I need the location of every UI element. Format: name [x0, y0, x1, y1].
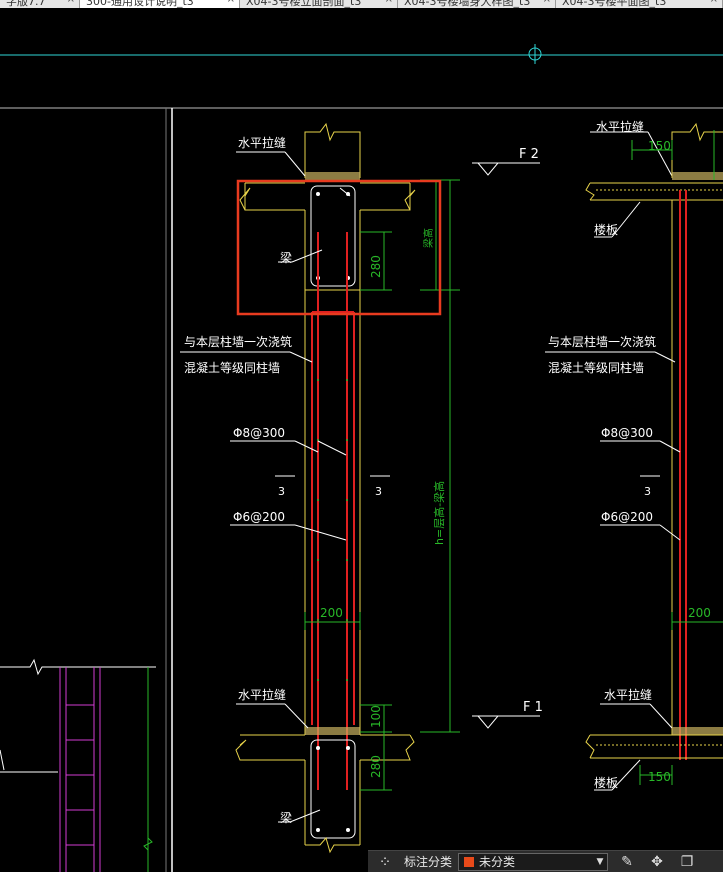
- label-section-mark: 3: [278, 485, 285, 498]
- label-rebar-spec: Φ8@300: [233, 426, 285, 440]
- label-level: F 2: [519, 147, 539, 162]
- move-icon[interactable]: ✥: [651, 853, 663, 870]
- tab-label: X04-3号楼立面剖面_t3: [246, 0, 362, 8]
- label-horizontal-tie: 水平拉缝: [238, 135, 286, 150]
- close-icon[interactable]: ×: [543, 0, 551, 5]
- tab-document[interactable]: 字版7.7 ×: [0, 0, 80, 8]
- annotation-category-label: 标注分类: [404, 855, 453, 869]
- close-icon[interactable]: ×: [227, 0, 235, 5]
- label-dimension: 100: [369, 705, 383, 728]
- label-dimension: 梁高: [422, 228, 435, 248]
- label-beam: 梁: [280, 810, 292, 825]
- tab-label: X04-3号楼平面图_t3: [562, 0, 667, 8]
- label-section-mark: 3: [375, 485, 382, 498]
- tab-document[interactable]: X04-3号楼立面剖面_t3 ×: [240, 0, 398, 8]
- label-dimension: 150: [648, 139, 671, 153]
- label-dimension: 200: [688, 606, 711, 620]
- tab-label: 字版7.7: [6, 0, 46, 8]
- annotation-category-select[interactable]: 未分类 ▼: [458, 852, 609, 871]
- selection-highlight-box: [236, 179, 442, 316]
- copy-icon[interactable]: ❐: [680, 853, 694, 870]
- tab-document[interactable]: X04-3号楼墙身大样图_t3 ×: [398, 0, 556, 8]
- label-note: 混凝土等级同柱墙: [548, 360, 644, 375]
- label-horizontal-tie: 水平拉缝: [238, 687, 286, 702]
- label-note: 与本层柱墙一次浇筑: [184, 334, 292, 349]
- label-dimension: 200: [320, 606, 343, 620]
- label-rebar-spec: Φ6@200: [233, 510, 285, 524]
- label-note: 混凝土等级同柱墙: [184, 360, 280, 375]
- label-horizontal-tie: 水平拉缝: [596, 119, 644, 134]
- close-icon[interactable]: ×: [67, 0, 75, 5]
- tab-label: X04-3号楼墙身大样图_t3: [404, 0, 531, 8]
- axis-target-icon: [528, 44, 542, 64]
- label-dimension: h=层高-梁高: [432, 481, 446, 545]
- label-rebar-spec: Φ6@200: [601, 510, 653, 524]
- label-rebar-spec: Φ8@300: [601, 426, 653, 440]
- edit-icon[interactable]: ✎: [621, 853, 633, 870]
- tab-document[interactable]: 300-通用设计说明_t3 ×: [80, 0, 240, 8]
- document-tab-bar: 字版7.7 × 300-通用设计说明_t3 × X04-3号楼立面剖面_t3 ×…: [0, 0, 723, 8]
- tab-label: 300-通用设计说明_t3: [86, 0, 194, 8]
- label-floor-slab: 楼板: [594, 222, 618, 237]
- left-partial-detail: [0, 658, 156, 872]
- grid-icon[interactable]: ⁘: [378, 852, 392, 871]
- label-dimension: 150: [648, 770, 671, 784]
- label-note: 与本层柱墙一次浇筑: [548, 334, 656, 349]
- label-section-mark: 3: [644, 485, 651, 498]
- annotation-category-toolbar: ⁘ 标注分类 未分类 ▼ ✎ ✥ ❐: [368, 850, 723, 872]
- column-detail-main: [180, 122, 540, 854]
- label-level: F 1: [523, 700, 543, 715]
- label-beam: 梁: [280, 250, 292, 265]
- annotation-category-value: 未分类: [479, 855, 516, 869]
- category-color-swatch: [464, 856, 475, 867]
- label-dimension: 280: [369, 255, 383, 278]
- label-horizontal-tie: 水平拉缝: [604, 687, 652, 702]
- chevron-down-icon[interactable]: ▼: [596, 856, 604, 867]
- column-detail-right: [545, 122, 723, 791]
- label-floor-slab: 楼板: [594, 775, 618, 790]
- close-icon[interactable]: ×: [385, 0, 393, 5]
- close-icon[interactable]: ×: [710, 0, 718, 5]
- label-dimension: 280: [369, 755, 383, 778]
